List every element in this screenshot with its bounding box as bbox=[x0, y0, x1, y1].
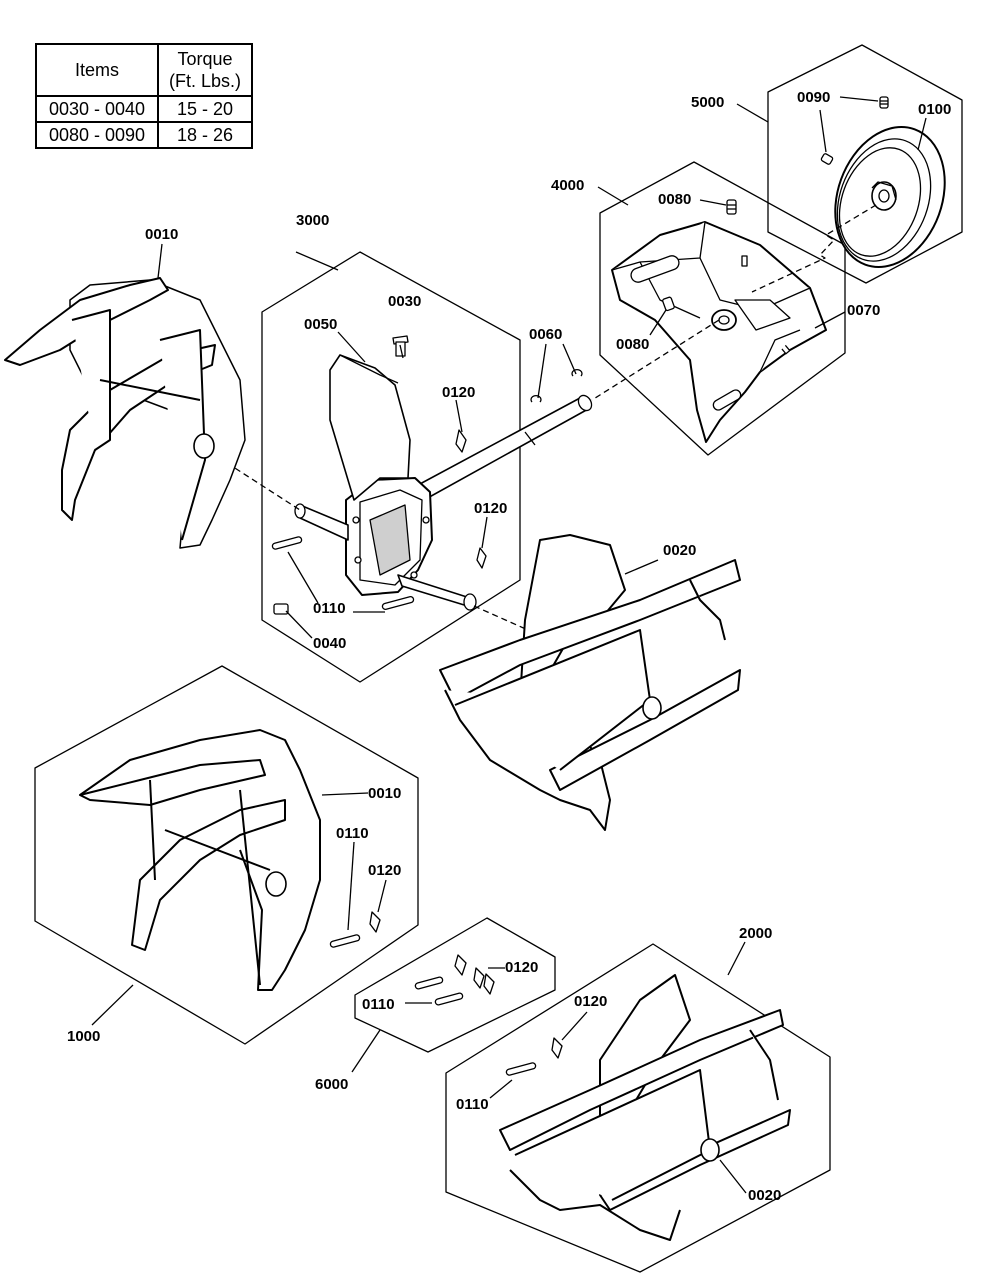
cotter-0120-group2000 bbox=[551, 1037, 563, 1059]
callout-0100: 0100 bbox=[918, 101, 952, 118]
callout-0090-top: 0090 bbox=[797, 89, 831, 106]
torque-row: 0080 - 0090 18 - 26 bbox=[35, 121, 253, 149]
callout-0120-a: 0120 bbox=[442, 384, 476, 401]
nut-0040 bbox=[273, 603, 289, 615]
group-3000-outline bbox=[261, 251, 521, 683]
pin-0110-group1000 bbox=[329, 934, 361, 948]
pulley-0100 bbox=[834, 126, 946, 268]
group-1000-outline bbox=[34, 665, 419, 1045]
setscrew-0080-top bbox=[726, 199, 737, 215]
torque-row-items: 0080 - 0090 bbox=[35, 121, 159, 149]
callout-6000: 6000 bbox=[315, 1076, 349, 1093]
callout-2000: 2000 bbox=[739, 925, 773, 942]
torque-row: 0030 - 0040 15 - 20 bbox=[35, 95, 253, 123]
hardware-6000 bbox=[414, 954, 495, 1006]
callout-0080-top: 0080 bbox=[658, 191, 692, 208]
group-6000-outline bbox=[354, 917, 556, 1053]
callout-0110-c: 0110 bbox=[362, 996, 395, 1013]
torque-header-line2: (Ft. Lbs.) bbox=[168, 71, 241, 91]
pin-0110-group2000 bbox=[505, 1062, 537, 1076]
callout-0060: 0060 bbox=[529, 326, 563, 343]
callout-0110-a: 0110 bbox=[313, 600, 346, 617]
torque-table-header-items: Items bbox=[35, 43, 159, 97]
cotter-0120-group1000 bbox=[369, 911, 381, 933]
callout-0120-b: 0120 bbox=[474, 500, 508, 517]
auger-0020-group2000 bbox=[499, 974, 791, 1241]
plate-0050 bbox=[329, 354, 411, 501]
auger-0020-center bbox=[439, 534, 741, 831]
torque-row-value: 18 - 26 bbox=[157, 121, 253, 149]
callout-0070: 0070 bbox=[847, 302, 881, 319]
shaft bbox=[404, 394, 593, 506]
auger-0010-group1000 bbox=[79, 729, 321, 991]
group-2000-outline bbox=[445, 943, 831, 1273]
gearbox-3000 bbox=[294, 477, 477, 611]
torque-table-header-torque: Torque (Ft. Lbs.) bbox=[157, 43, 253, 97]
callout-0120-d: 0120 bbox=[505, 959, 539, 976]
callout-0110-d: 0110 bbox=[456, 1096, 489, 1113]
group-5000-outline bbox=[767, 44, 963, 284]
callout-0020-a: 0020 bbox=[663, 542, 697, 559]
callout-0080-bottom: 0080 bbox=[616, 336, 650, 353]
callout-0030: 0030 bbox=[388, 293, 422, 310]
callout-5000: 5000 bbox=[691, 94, 725, 111]
torque-header-line1: Torque bbox=[177, 49, 233, 69]
group-4000-outline bbox=[599, 161, 846, 456]
callout-0020-b: 0020 bbox=[748, 1187, 782, 1204]
callout-3000: 3000 bbox=[296, 212, 330, 229]
setscrew-0090-top bbox=[879, 96, 889, 109]
clip-0060-a bbox=[530, 394, 542, 403]
cotter-0120-a bbox=[455, 429, 467, 453]
setscrew-0080-bottom bbox=[662, 296, 675, 312]
callout-0120-e: 0120 bbox=[574, 993, 608, 1010]
torque-row-items: 0030 - 0040 bbox=[35, 95, 159, 123]
setscrew-0090-mid bbox=[820, 153, 834, 165]
callout-0050: 0050 bbox=[304, 316, 338, 333]
pin-0110-b bbox=[381, 595, 415, 611]
cotter-0120-b bbox=[476, 547, 487, 569]
torque-row-value: 15 - 20 bbox=[157, 95, 253, 123]
callout-0010-top: 0010 bbox=[145, 226, 179, 243]
pin-0110-a bbox=[271, 536, 303, 550]
callout-1000: 1000 bbox=[67, 1028, 101, 1045]
callout-0110-b: 0110 bbox=[336, 825, 369, 842]
auger-0010-left bbox=[4, 277, 246, 549]
callout-0040: 0040 bbox=[313, 635, 347, 652]
callout-0120-c: 0120 bbox=[368, 862, 402, 879]
callout-4000: 4000 bbox=[551, 177, 585, 194]
clip-0060-b bbox=[571, 368, 583, 377]
impeller-housing-0070 bbox=[611, 221, 827, 443]
torque-table: Items Torque (Ft. Lbs.) 0030 - 0040 15 -… bbox=[35, 43, 253, 149]
callout-0010-b: 0010 bbox=[368, 785, 402, 802]
